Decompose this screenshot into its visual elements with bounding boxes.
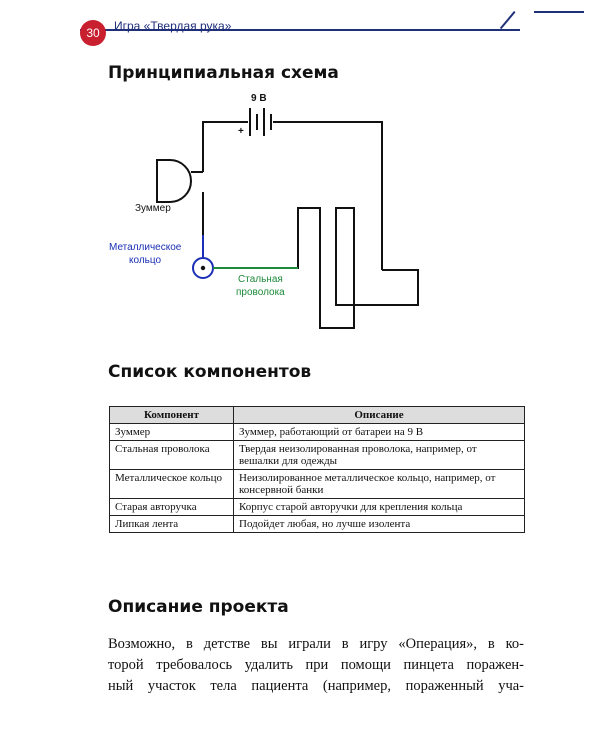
- page-number-badge: 30: [80, 20, 106, 46]
- component-description: Неизолированное металлическое кольцо, на…: [233, 469, 525, 499]
- component-name: Стальная проволока: [109, 440, 234, 470]
- component-name: Липкая лента: [109, 515, 234, 533]
- schematic-diagram: 9 В + Зуммер Металлическое кольцо Стальн…: [100, 90, 440, 350]
- project-description-paragraph: Возможно, в детстве вы играли в игру «Оп…: [108, 634, 524, 697]
- table-header-row: Компонент Описание: [109, 406, 525, 424]
- component-description: Твердая неизолированная проволока, напри…: [233, 440, 525, 470]
- table-row: Липкая лента Подойдет любая, но лучше из…: [109, 515, 525, 533]
- buzzer-icon: [156, 159, 192, 203]
- wire-battery-right: [273, 121, 383, 270]
- running-header-title: Игра «Твердая рука»: [114, 19, 232, 33]
- components-table: Компонент Описание Зуммер Зуммер, работа…: [109, 406, 525, 533]
- component-description: Подойдет любая, но лучше изолента: [233, 515, 525, 533]
- ring-label-line2: кольцо: [129, 255, 162, 266]
- table-row: Металлическое кольцо Неизолированное мет…: [109, 469, 525, 499]
- paragraph-line: Возможно, в детстве вы играли в игру «Оп…: [108, 636, 524, 652]
- buzzer-label: Зуммер: [135, 203, 171, 214]
- paragraph-line: торой требовалось удалить при помощи пин…: [108, 657, 524, 673]
- steel-wire-label-line1: Стальная: [238, 274, 283, 285]
- steel-wire-maze: [215, 207, 419, 329]
- component-name: Зуммер: [109, 423, 234, 441]
- paragraph-line: ный участок тела пациента (например, пор…: [108, 678, 524, 694]
- component-description: Зуммер, работающий от батареи на 9 В: [233, 423, 525, 441]
- header-rule-diagonal: [499, 11, 516, 30]
- header-rule-tail: [534, 11, 584, 13]
- ring-label-line1: Металлическое: [109, 242, 182, 253]
- table-row: Стальная проволока Твердая неизолированн…: [109, 440, 525, 470]
- header-rule: [80, 29, 520, 31]
- project-description-heading: Описание проекта: [108, 597, 289, 617]
- column-header-component: Компонент: [109, 406, 234, 424]
- circuit-svg: [156, 108, 419, 329]
- table-row: Старая авторучка Корпус старой авторучки…: [109, 498, 525, 516]
- battery-voltage-label: 9 В: [251, 93, 267, 104]
- steel-wire-label-line2: проволока: [236, 287, 285, 298]
- component-name: Металлическое кольцо: [109, 469, 234, 499]
- battery-plus-label: +: [238, 126, 244, 137]
- table-row: Зуммер Зуммер, работающий от батареи на …: [109, 423, 525, 441]
- component-description: Корпус старой авторучки для крепления ко…: [233, 498, 525, 516]
- column-header-description: Описание: [233, 406, 525, 424]
- schematic-heading: Принципиальная схема: [108, 63, 339, 83]
- component-name: Старая авторучка: [109, 498, 234, 516]
- components-heading: Список компонентов: [108, 362, 312, 382]
- wire-buzzer-battery: [202, 121, 248, 172]
